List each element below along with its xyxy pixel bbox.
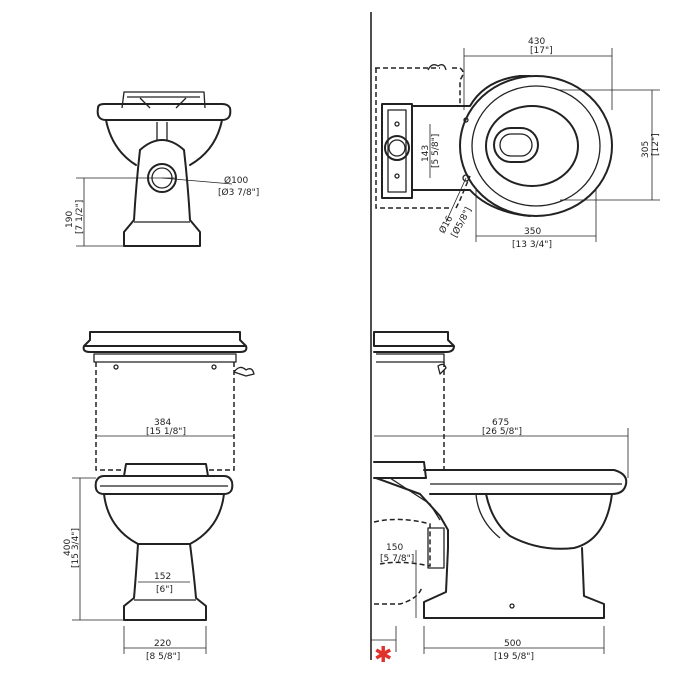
- side-flush-lever: [437, 363, 447, 375]
- outlet-height-inch-label: [7 1/2"]: [75, 200, 85, 234]
- bowl-height-label: 400: [63, 539, 73, 556]
- dia-leader: [161, 177, 233, 185]
- plan-cistern-outline-top: [375, 67, 464, 106]
- rear-view-pedestal: [123, 139, 201, 247]
- rear-view-bowl-right: [189, 119, 223, 166]
- plan-outlet-circle: [384, 135, 410, 161]
- plan-cistern-outline: [375, 68, 450, 209]
- side-cistern-dashed: [430, 362, 445, 471]
- cistern-width-label: 384: [154, 418, 171, 428]
- cistern-width-inch-label: [15 1/8"]: [146, 427, 186, 437]
- outlet-height-label: 190: [65, 211, 75, 228]
- front-cistern-bolt-1: [113, 364, 119, 370]
- side-bowl-inner: [475, 493, 501, 539]
- plan-cistern-bolt-1: [394, 121, 400, 127]
- plan-neck-top: [411, 75, 531, 107]
- plan-fixing-hole-1: [463, 117, 469, 123]
- side-cistern-lid: [373, 331, 455, 353]
- cistern-offset-label: 143: [421, 145, 431, 162]
- front-flush-lever: [233, 366, 255, 377]
- side-elevation-view: 675 [26 5/8"] 150 [5 7/8"] 500 [19 5/8"]…: [371, 331, 629, 668]
- pedestal-width-inch-label: [6"]: [156, 585, 173, 595]
- rear-outlet-view: Ø100 [Ø3 7/8"] 190 [7 1/2"]: [65, 91, 259, 247]
- side-bowl: [485, 493, 613, 550]
- front-cistern-dashed-left: [95, 362, 122, 471]
- side-cistern-lid-band: [376, 353, 445, 363]
- front-cistern-dashed-right: [208, 362, 235, 471]
- side-outlet-height-label: 150: [386, 543, 403, 553]
- front-pedestal: [123, 543, 207, 621]
- plan-seat-inner: [471, 85, 601, 207]
- overall-length-inch-label: [26 5/8"]: [482, 427, 522, 437]
- front-cistern-lid: [82, 331, 248, 353]
- front-rim: [94, 475, 234, 495]
- rear-view-pipe-neck: [156, 122, 168, 140]
- front-cistern-bolt-2: [211, 364, 217, 370]
- plan-outlet-inner: [388, 139, 406, 157]
- front-cistern-lid-band: [93, 353, 237, 363]
- base-width-label: 220: [154, 639, 171, 649]
- side-trap-inner: [389, 477, 441, 521]
- outlet-dia-inch-label: [Ø3 7/8"]: [218, 187, 259, 198]
- bowl-width-label: 350: [524, 227, 541, 237]
- front-elevation-view: 384 [15 1/8"] 152 [6"] 400 [15 3/4"] 220…: [63, 331, 255, 662]
- bowl-depth-inch-label: [12"]: [651, 133, 661, 156]
- pedestal-width-label: 152: [154, 572, 171, 582]
- side-outlet-box: [427, 527, 445, 569]
- bowl-width-inch-label: [13 3/4"]: [512, 240, 552, 250]
- rear-view-rim: [96, 103, 232, 121]
- front-seat-hinge: [123, 463, 209, 477]
- bowl-depth-label: 305: [641, 141, 651, 158]
- side-cistern-base: [373, 461, 427, 479]
- base-width-inch-label: [8 5/8"]: [146, 652, 180, 662]
- red-asterisk-marker: ✱: [374, 643, 392, 668]
- base-length-inch-label: [19 5/8"]: [494, 652, 534, 662]
- plan-fixing-hole: [462, 174, 470, 182]
- side-pedestal-bolt: [509, 603, 515, 609]
- overall-width-inch-label: [17"]: [530, 46, 553, 56]
- side-pedestal: [423, 547, 605, 619]
- plan-water-inner: [499, 133, 533, 157]
- plan-flush-handle: [427, 64, 447, 71]
- side-outlet-height-inch-label: [5 7/8"]: [380, 554, 414, 564]
- base-length-label: 500: [504, 639, 521, 649]
- side-outlet-dashed: [373, 518, 431, 567]
- plan-cistern-box: [381, 103, 413, 199]
- plan-fixing-leader: [445, 177, 467, 223]
- plan-water-surface: [493, 127, 539, 163]
- plan-cistern-bolt-2: [394, 173, 400, 179]
- side-seat: [423, 469, 628, 495]
- outlet-dia-label: Ø100: [224, 175, 249, 186]
- plan-seat-outer: [459, 75, 613, 217]
- rear-view-bowl-left: [105, 119, 137, 166]
- side-outlet-dashed-lower: [374, 585, 423, 605]
- side-trap: [375, 477, 449, 549]
- plan-bowl-opening: [485, 105, 579, 187]
- rear-view-hinge: [121, 91, 206, 109]
- plan-cistern-inner: [387, 109, 407, 193]
- overall-length-label: 675: [492, 418, 509, 428]
- plan-cistern-outline-side: [455, 175, 471, 209]
- front-bowl: [103, 493, 225, 545]
- bowl-height-inch-label: [15 3/4"]: [71, 528, 81, 568]
- overall-width-label: 430: [528, 37, 545, 47]
- cistern-offset-inch-label: [5 5/8"]: [431, 134, 441, 168]
- plan-view: Ø16 [Ø5/8"] 143 [5 5/8"] 430 [17"] 305 […: [375, 37, 661, 250]
